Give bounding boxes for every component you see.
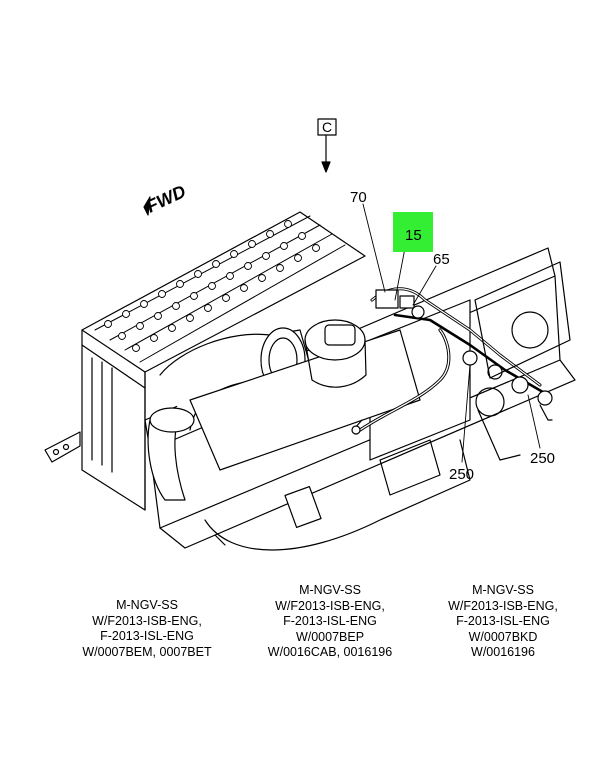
battery-box: [44, 211, 366, 511]
callout-65: 65: [433, 251, 450, 268]
caption-line: F-2013-ISL-ENG: [283, 614, 377, 628]
caption-line: F-2013-ISL-ENG: [456, 614, 550, 628]
leader-lines: [362, 203, 541, 463]
caption-line: W/0007BEP: [295, 629, 365, 644]
caption-left: M-NGV-SS W/F2013-ISB-ENG, F-2013-ISL-ENG…: [62, 598, 232, 660]
callout-15: 15: [405, 227, 422, 244]
callout-250-right: 250: [530, 450, 555, 467]
view-label: C: [322, 119, 332, 135]
caption-line: W/F2013-ISB-ENG,: [448, 598, 558, 613]
caption-line: W/0016CAB, 0016196: [267, 645, 393, 659]
cross-member: [474, 261, 571, 461]
caption-line: M-NGV-SS: [299, 583, 361, 597]
callout-250-left: 250: [449, 466, 474, 483]
caption-line: W/0007BEM, 0007BET: [82, 644, 212, 659]
caption-line: W/F2013-ISB-ENG,: [92, 613, 202, 628]
caption-line: F-2013-ISL-ENG: [100, 629, 194, 643]
wiring-harness: [351, 287, 553, 435]
caption-line: W/0016196: [471, 645, 535, 659]
caption-right: M-NGV-SS W/F2013-ISB-ENG, F-2013-ISL-ENG…: [418, 583, 588, 661]
filter-canister: [304, 319, 367, 388]
forward-label: FWD: [143, 181, 189, 216]
highlight-box: [393, 212, 433, 252]
view-reference-marker: [317, 118, 337, 173]
callout-70: 70: [350, 189, 367, 206]
caption-center: M-NGV-SS W/F2013-ISB-ENG, F-2013-ISL-ENG…: [245, 583, 415, 661]
forward-arrow-icon: [143, 196, 151, 216]
caption-line: M-NGV-SS: [472, 583, 534, 597]
caption-line: W/F2013-ISB-ENG,: [275, 598, 385, 613]
caption-line: M-NGV-SS: [116, 598, 178, 612]
caption-line: W/0007BKD: [468, 629, 538, 644]
